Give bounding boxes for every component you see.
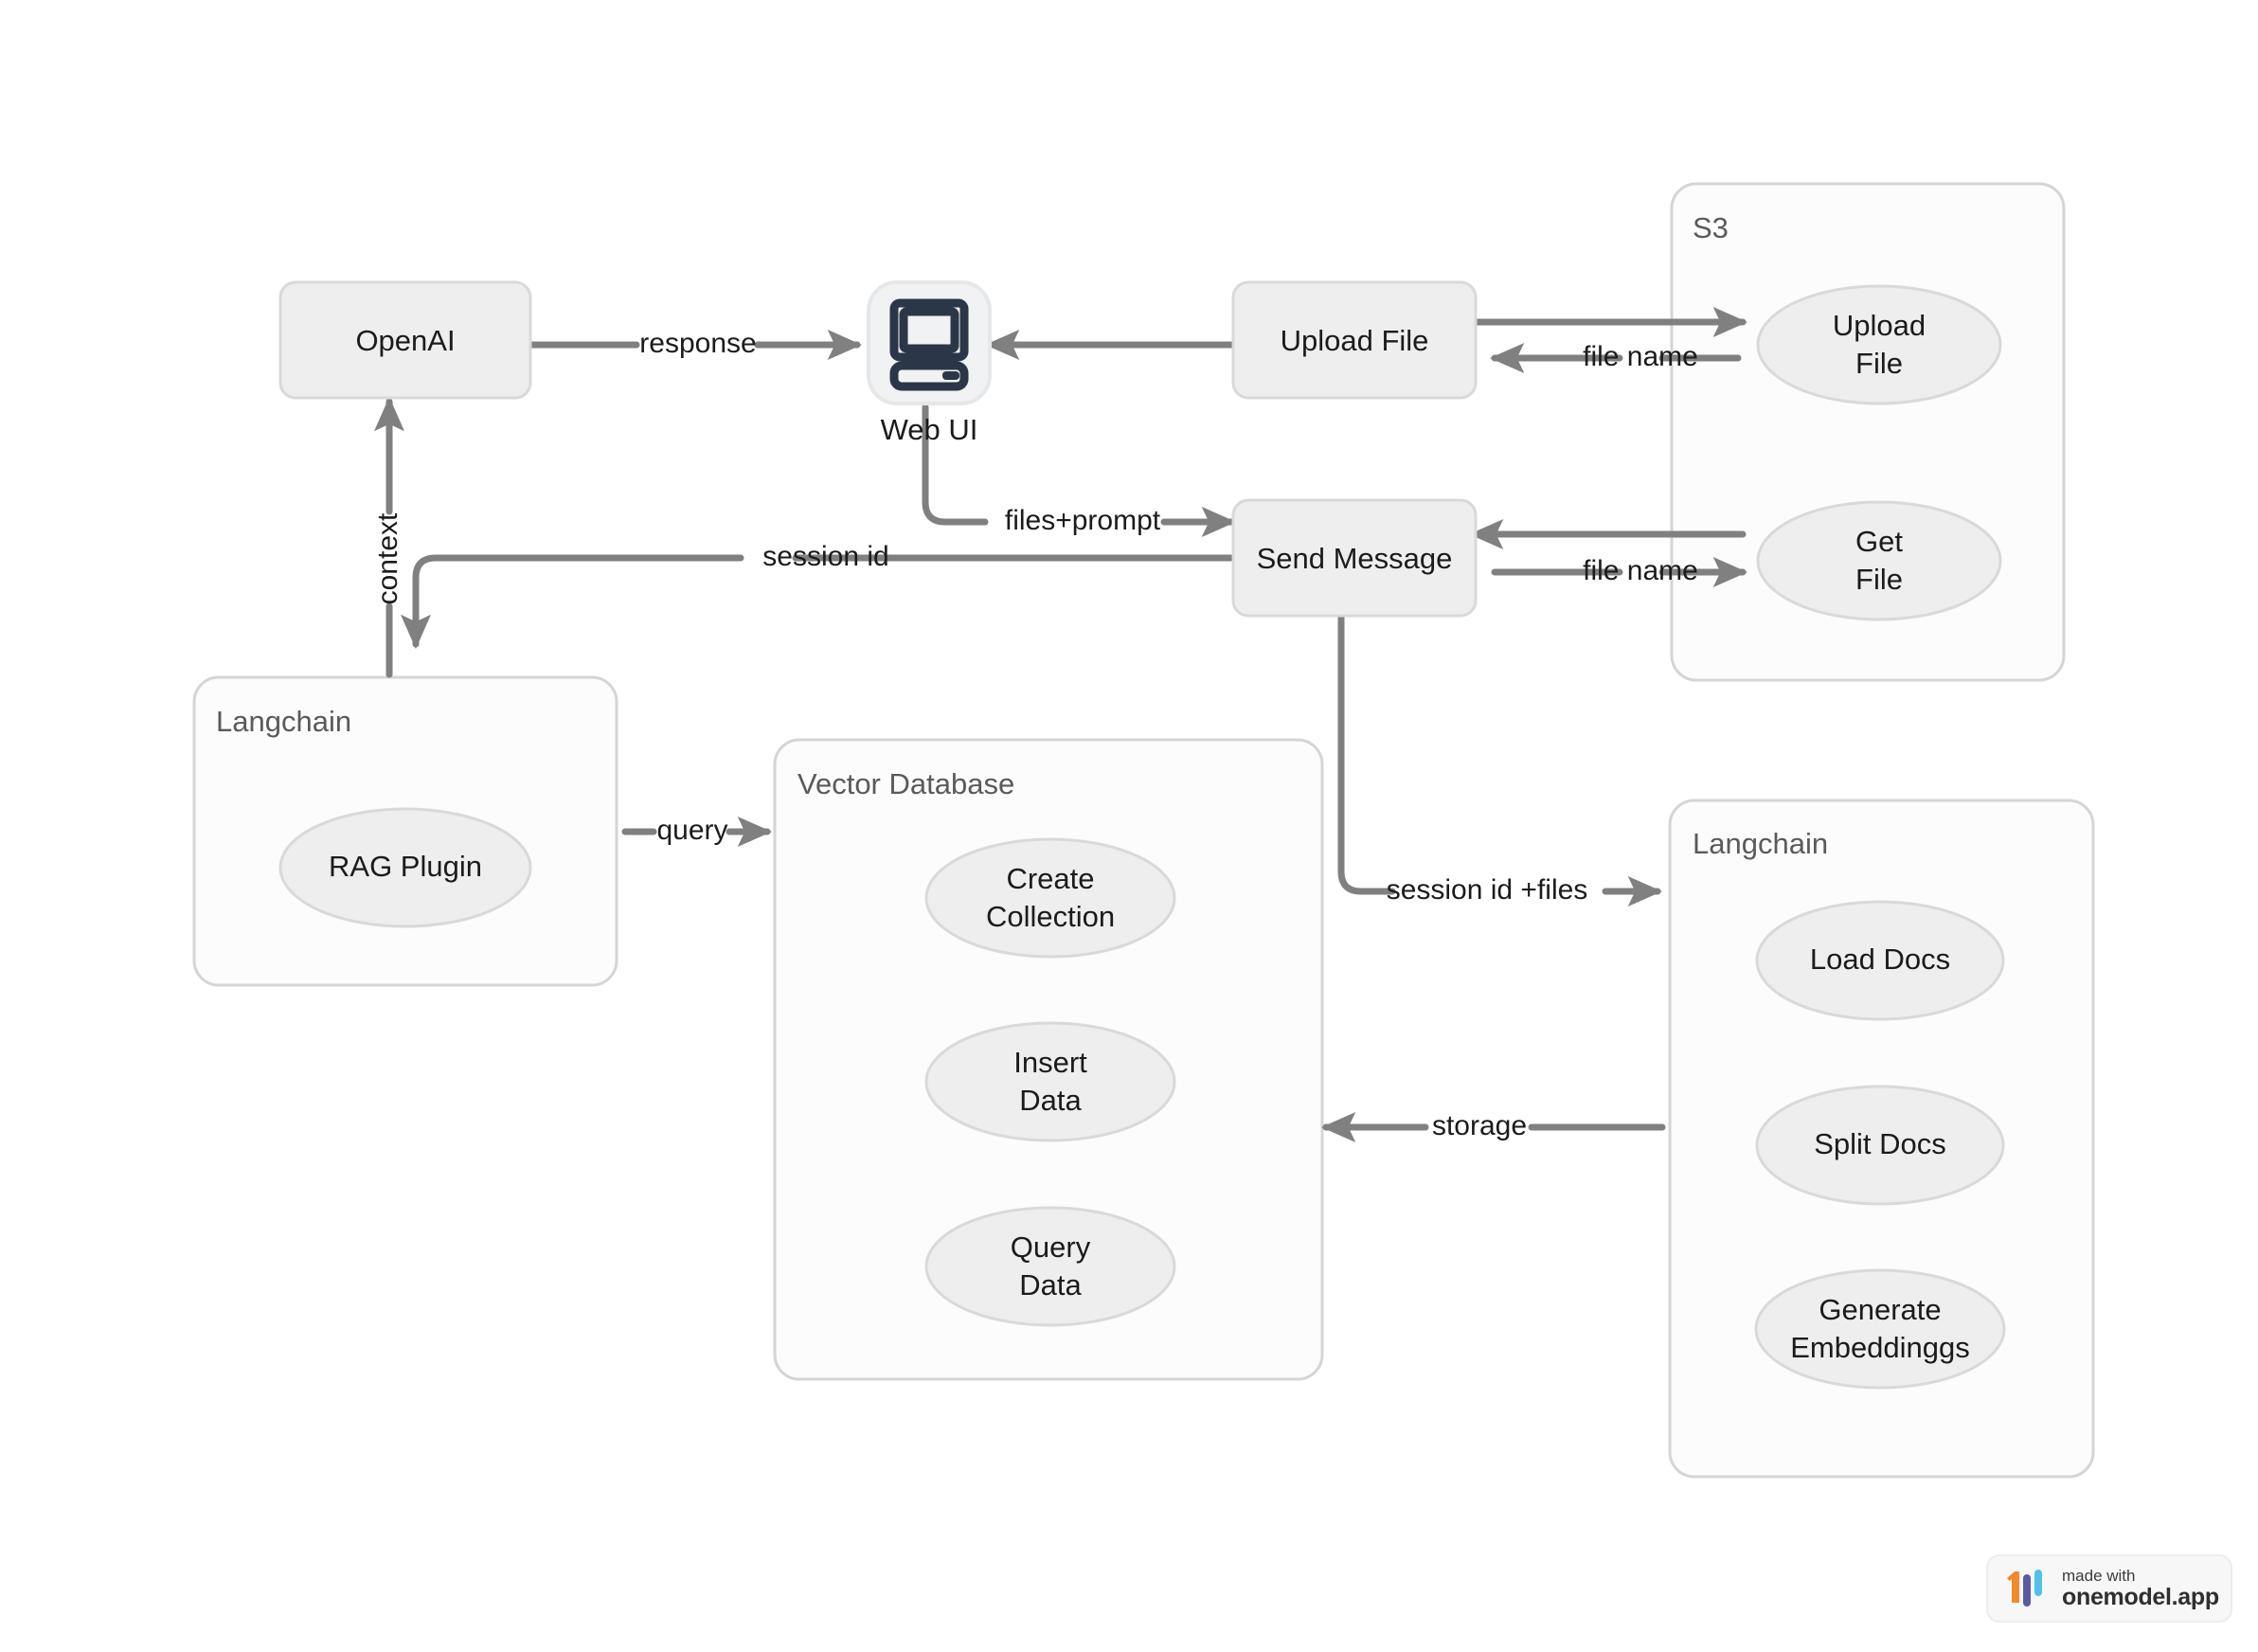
- edge-file-name-upload: file name: [1489, 341, 1742, 374]
- node-generate-embeddings[interactable]: Generate Embeddinggs: [1754, 1268, 2006, 1390]
- node-s3-get-file-shape[interactable]: [1756, 500, 2002, 621]
- node-create-collection[interactable]: Create Collection: [924, 837, 1176, 959]
- watermark-text: made with onemodel.app: [2062, 1568, 2219, 1609]
- watermark-brand: onemodel.app: [2062, 1583, 2219, 1610]
- edge-file-name-get-label: file name: [1583, 555, 1698, 586]
- onemodel-logo-icon: [2005, 1569, 2049, 1608]
- node-generate-embeddings-label-2: Embeddinggs: [1790, 1331, 1970, 1364]
- edge-storage: storage: [1320, 1110, 1666, 1143]
- node-query-data-label-2: Data: [1019, 1268, 1082, 1302]
- node-openai-label: OpenAI: [355, 324, 455, 357]
- edge-storage-label: storage: [1432, 1110, 1527, 1141]
- edge-context-label: context: [372, 512, 403, 604]
- edge-file-name-get: file name: [1491, 555, 1748, 588]
- node-openai-box[interactable]: [278, 280, 532, 400]
- edge-files-prompt-label: files+prompt: [1005, 505, 1161, 536]
- node-s3-upload-file-label-1: Upload: [1833, 309, 1926, 342]
- node-split-docs[interactable]: Split Docs: [1755, 1085, 2005, 1206]
- node-split-docs-label: Split Docs: [1814, 1127, 1946, 1160]
- node-rag-plugin[interactable]: RAG Plugin: [278, 807, 532, 928]
- node-generate-embeddings-shape[interactable]: [1754, 1268, 2006, 1390]
- node-openai[interactable]: OpenAI: [278, 280, 532, 400]
- edge-session-id-label: session id: [762, 541, 888, 572]
- edge-session-id-files-seg-left: [1337, 612, 1396, 895]
- node-web-ui-caption: Web UI: [881, 413, 978, 446]
- edge-session-id-seg-left: [400, 554, 744, 650]
- group-langchain-right-label: Langchain: [1693, 827, 1828, 860]
- node-rag-plugin-shape[interactable]: [278, 807, 532, 928]
- node-rag-plugin-label: RAG Plugin: [329, 850, 482, 883]
- node-upload-file[interactable]: Upload File: [1231, 280, 1478, 400]
- node-load-docs-shape[interactable]: [1755, 900, 2005, 1021]
- edge-files-prompt-seg-left: [922, 404, 989, 526]
- node-insert-data-label-2: Data: [1019, 1084, 1082, 1117]
- node-create-collection-label-2: Collection: [986, 900, 1115, 933]
- desktop-computer-icon: [889, 298, 969, 391]
- edge-response: response: [529, 328, 863, 361]
- watermark-made-with: made with: [2062, 1566, 2136, 1585]
- group-s3-label: S3: [1693, 211, 1729, 244]
- node-send-message-label: Send Message: [1257, 542, 1453, 575]
- node-create-collection-shape[interactable]: [924, 837, 1176, 959]
- node-s3-upload-file[interactable]: Upload File: [1756, 284, 2002, 405]
- node-web-ui-box[interactable]: [867, 280, 992, 405]
- edge-session-id: session id: [400, 541, 1235, 650]
- logo-bars-icon: [2007, 1570, 2042, 1607]
- node-send-message[interactable]: Send Message: [1231, 498, 1478, 618]
- node-insert-data-label-1: Insert: [1013, 1046, 1087, 1079]
- node-query-data-shape[interactable]: [924, 1206, 1176, 1327]
- node-load-docs[interactable]: Load Docs: [1755, 900, 2005, 1021]
- watermark-badge[interactable]: made with onemodel.app: [1986, 1554, 2232, 1623]
- node-query-data-label-1: Query: [1011, 1230, 1091, 1264]
- edge-files-prompt: files+prompt: [922, 404, 1237, 538]
- node-s3-get-file-label-1: Get: [1855, 525, 1903, 558]
- node-create-collection-label-1: Create: [1006, 862, 1094, 895]
- edge-file-name-upload-label: file name: [1583, 341, 1698, 372]
- node-s3-get-file-label-2: File: [1855, 563, 1903, 596]
- node-upload-file-box[interactable]: [1231, 280, 1478, 400]
- edge-session-id-files: session id +files: [1337, 612, 1663, 907]
- edge-context: context: [372, 396, 405, 678]
- node-s3-upload-file-shape[interactable]: [1756, 284, 2002, 405]
- node-generate-embeddings-label-1: Generate: [1819, 1293, 1941, 1326]
- node-insert-data[interactable]: Insert Data: [924, 1021, 1176, 1142]
- node-s3-get-file[interactable]: Get File: [1756, 500, 2002, 621]
- group-langchain-left-label: Langchain: [216, 705, 351, 738]
- node-upload-file-label: Upload File: [1281, 324, 1429, 357]
- node-query-data[interactable]: Query Data: [924, 1206, 1176, 1327]
- node-load-docs-label: Load Docs: [1810, 943, 1950, 976]
- node-insert-data-shape[interactable]: [924, 1021, 1176, 1142]
- edge-response-label: response: [639, 328, 756, 359]
- node-web-ui[interactable]: Web UI: [867, 280, 992, 446]
- group-vector-database-label: Vector Database: [797, 767, 1014, 800]
- node-send-message-box[interactable]: [1231, 498, 1478, 618]
- node-s3-upload-file-label-2: File: [1855, 347, 1903, 380]
- node-split-docs-shape[interactable]: [1755, 1085, 2005, 1206]
- edge-session-id-files-label: session id +files: [1387, 874, 1588, 906]
- edge-query: query: [621, 815, 773, 848]
- edge-query-label: query: [656, 815, 727, 846]
